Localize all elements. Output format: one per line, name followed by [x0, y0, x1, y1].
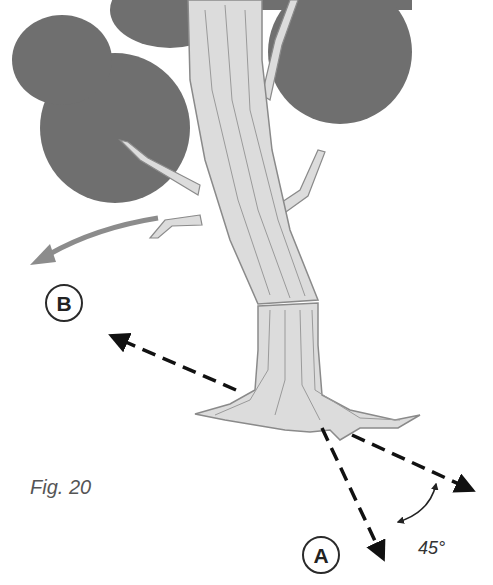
route-letter: B: [56, 293, 71, 314]
trunk: [188, 0, 318, 304]
roots: [215, 310, 400, 420]
angle-arc: [398, 484, 436, 522]
escape-routes: [112, 336, 472, 558]
angle-label: 45°: [418, 538, 445, 559]
route-circle: B: [45, 284, 83, 322]
figure-caption: Fig. 20: [30, 476, 91, 499]
fall-direction-head: [30, 244, 56, 265]
fall-direction-arrow: [48, 218, 158, 255]
stump: [195, 303, 420, 440]
bark-lines: [205, 5, 305, 298]
route-letter: A: [313, 545, 328, 566]
route-circle: A: [302, 536, 340, 574]
